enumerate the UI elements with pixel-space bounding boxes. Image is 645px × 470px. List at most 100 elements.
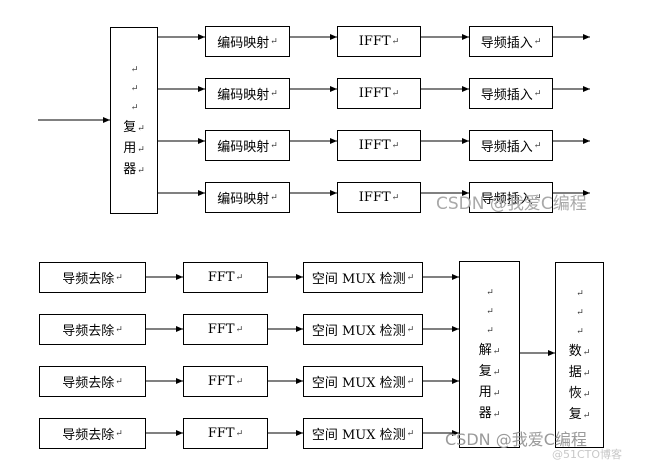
fft-block-1: FFT↵ [183, 262, 268, 293]
paragraph-mark: ↵ [486, 307, 494, 317]
paragraph-mark: ↵ [130, 83, 139, 94]
vertical-char: 器↵ [123, 161, 145, 177]
recover-label: 数↵据↵恢↵复↵ [569, 342, 591, 426]
pilot-remove-label: 导频去除 [62, 376, 115, 391]
paragraph-mark: ↵ [235, 324, 244, 335]
pilot-insert-block-2: 导频插入↵ [469, 78, 553, 109]
paragraph-mark: ↵ [115, 428, 123, 439]
encode-block-3: 编码映射↵ [205, 130, 290, 161]
pilot-insert-block-1: 导频插入↵ [469, 26, 553, 57]
ifft-block-2: IFFT↵ [337, 78, 421, 109]
fft-block-2: FFT↵ [183, 314, 268, 345]
fft-block-4: FFT↵ [183, 418, 268, 449]
pilot-remove-label: 导频去除 [62, 428, 115, 443]
paragraph-mark: ↵ [486, 326, 494, 336]
pilot-remove-block-4: 导频去除↵ [39, 418, 146, 449]
detect-label: 空间 MUX 检测 [311, 272, 406, 287]
paragraph-mark: ↵ [406, 324, 415, 335]
paragraph-mark: ↵ [533, 36, 542, 47]
paragraph-mark: ↵ [533, 88, 542, 99]
paragraph-mark: ↵ [533, 140, 542, 151]
pilot-remove-label: 导频去除 [62, 272, 115, 287]
ifft-label: IFFT [358, 190, 391, 205]
paragraph-mark: ↵ [235, 376, 244, 387]
fft-label: FFT [207, 426, 235, 441]
paragraph-mark: ↵ [130, 102, 139, 113]
paragraph-mark: ↵ [486, 288, 494, 298]
pilot-remove-block-3: 导频去除↵ [39, 366, 146, 397]
paragraph-mark: ↵ [533, 192, 542, 203]
vertical-char: 复↵ [478, 364, 501, 379]
paragraph-mark: ↵ [235, 272, 244, 283]
paragraph-mark: ↵ [137, 144, 145, 155]
paragraph-mark: ↵ [137, 165, 145, 176]
mux-label: 复↵ 用↵ 器↵ [123, 118, 145, 181]
paragraph-mark: ↵ [270, 140, 278, 151]
paragraph-mark: ↵ [582, 389, 591, 400]
paragraph-mark: ↵ [576, 307, 584, 318]
tx-arrows [157, 34, 590, 196]
pilot-insert-label: 导频插入 [480, 192, 533, 207]
pilot-insert-block-3: 导频插入↵ [469, 130, 553, 161]
detect-block-4: 空间 MUX 检测↵ [303, 418, 423, 449]
encode-label: 编码映射 [217, 140, 270, 155]
detect-label: 空间 MUX 检测 [311, 376, 406, 391]
detect-block-1: 空间 MUX 检测↵ [303, 262, 423, 293]
paragraph-mark: ↵ [492, 410, 501, 420]
paragraph-mark: ↵ [130, 64, 139, 75]
paragraph-mark: ↵ [391, 192, 400, 203]
paragraph-mark: ↵ [391, 140, 400, 151]
paragraph-mark: ↵ [582, 347, 591, 358]
vertical-char: 恢↵ [568, 385, 591, 401]
paragraph-mark: ↵ [115, 272, 123, 283]
encode-block-4: 编码映射↵ [205, 182, 290, 213]
paragraph-mark: ↵ [582, 368, 591, 379]
ifft-block-4: IFFT↵ [337, 182, 421, 213]
vertical-char: 用↵ [478, 385, 501, 400]
encode-label: 编码映射 [217, 192, 270, 207]
encode-block-1: 编码映射↵ [205, 26, 290, 57]
rx-arrows [146, 274, 555, 436]
paragraph-mark: ↵ [582, 410, 591, 421]
watermark-bottom: CSDN @我爱C编程 [445, 430, 587, 449]
paragraph-mark: ↵ [576, 288, 584, 299]
encode-label: 编码映射 [217, 88, 270, 103]
demux-label: 解↵复↵用↵器↵ [479, 341, 501, 425]
detect-block-2: 空间 MUX 检测↵ [303, 314, 423, 345]
pilot-remove-block-2: 导频去除↵ [39, 314, 146, 345]
paragraph-mark: ↵ [391, 88, 400, 99]
ifft-block-1: IFFT↵ [337, 26, 421, 57]
paragraph-mark: ↵ [137, 123, 145, 134]
fft-label: FFT [207, 374, 235, 389]
vertical-char: 复↵ [123, 119, 145, 135]
detect-label: 空间 MUX 检测 [311, 324, 406, 339]
paragraph-mark: ↵ [115, 324, 123, 335]
paragraph-mark: ↵ [492, 368, 501, 378]
ifft-label: IFFT [358, 34, 391, 49]
ifft-label: IFFT [358, 86, 391, 101]
fft-label: FFT [207, 322, 235, 337]
demux-block: ↵ ↵ ↵ 解↵复↵用↵器↵ [459, 261, 520, 448]
pilot-insert-label: 导频插入 [480, 88, 533, 103]
detect-label: 空间 MUX 检测 [311, 428, 406, 443]
pilot-remove-block-1: 导频去除↵ [39, 262, 146, 293]
mux-block: ↵ ↵ ↵ 复↵ 用↵ 器↵ [110, 27, 158, 214]
pilot-insert-label: 导频插入 [480, 36, 533, 51]
pilot-insert-label: 导频插入 [480, 140, 533, 155]
vertical-char: 据↵ [568, 364, 591, 380]
paragraph-mark: ↵ [492, 389, 501, 399]
paragraph-mark: ↵ [391, 36, 400, 47]
encode-block-2: 编码映射↵ [205, 78, 290, 109]
watermark-top: CSDN @我爱C编程 [436, 194, 587, 214]
pilot-remove-label: 导频去除 [62, 324, 115, 339]
paragraph-mark: ↵ [270, 192, 278, 203]
fft-label: FFT [207, 270, 235, 285]
paragraph-mark: ↵ [576, 326, 584, 337]
paragraph-mark: ↵ [270, 88, 278, 99]
vertical-char: 用↵ [123, 140, 145, 156]
vertical-char: 解↵ [478, 343, 501, 358]
paragraph-mark: ↵ [115, 376, 123, 387]
paragraph-mark: ↵ [406, 428, 415, 439]
paragraph-mark: ↵ [406, 272, 415, 283]
